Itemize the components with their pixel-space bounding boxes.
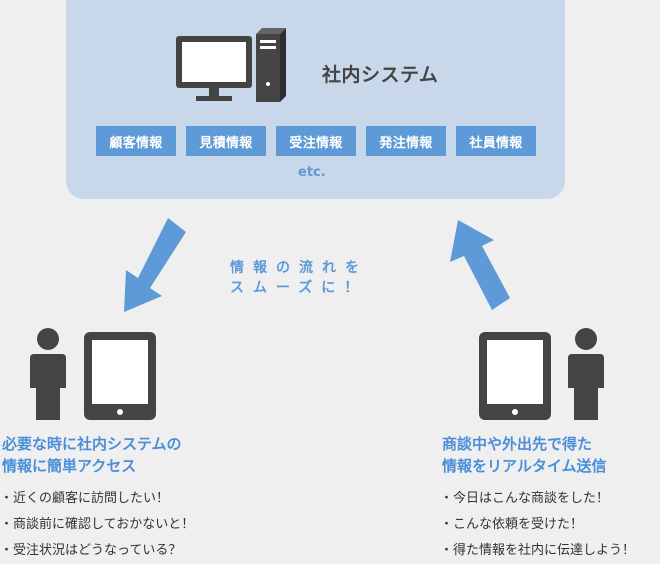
etc-label: etc. [298,165,326,180]
tablet-icon [84,332,156,420]
system-title: 社内システム [322,64,439,86]
list-item: 近くの顧客に訪問したい！ [0,486,194,512]
chip-employee-info: 社員情報 [456,126,536,156]
person-icon [568,328,604,420]
chip-order-received-info: 受注情報 [276,126,356,156]
arrow-up-right-icon [450,220,510,310]
tablet-icon [479,332,551,420]
left-heading: 必要な時に社内システムの 情報に簡単アクセス [2,433,182,477]
computer-icon [176,28,286,102]
list-item: 商談前に確認しておかないと！ [0,512,194,538]
left-bullet-list: 近くの顧客に訪問したい！ 商談前に確認しておかないと！ 受注状況はどうなっている… [0,486,194,564]
chip-estimate-info: 見積情報 [186,126,266,156]
left-heading-line-2: 情報に簡単アクセス [2,457,137,475]
chip-customer-info: 顧客情報 [96,126,176,156]
flow-line-2: スムーズに！ [230,280,368,296]
list-item: 今日はこんな商談をした！ [440,486,635,512]
flow-message: 情報の流れを スムーズに！ [230,258,400,298]
list-item: 受注状況はどうなっている？ [0,538,194,564]
list-item: 得た情報を社内に伝達しよう！ [440,538,635,564]
flow-line-1: 情報の流れを [230,260,368,276]
right-heading-line-1: 商談中や外出先で得た [442,435,593,453]
person-icon [30,328,66,420]
chip-purchase-order-info: 発注情報 [366,126,446,156]
left-heading-line-1: 必要な時に社内システムの [2,435,182,453]
right-bullet-list: 今日はこんな商談をした！ こんな依頼を受けた！ 得た情報を社内に伝達しよう！ [440,486,635,564]
list-item: こんな依頼を受けた！ [440,512,635,538]
right-heading: 商談中や外出先で得た 情報をリアルタイム送信 [442,433,607,477]
arrow-down-left-icon [124,218,186,312]
internal-system-panel [66,0,565,199]
right-heading-line-2: 情報をリアルタイム送信 [442,457,607,475]
